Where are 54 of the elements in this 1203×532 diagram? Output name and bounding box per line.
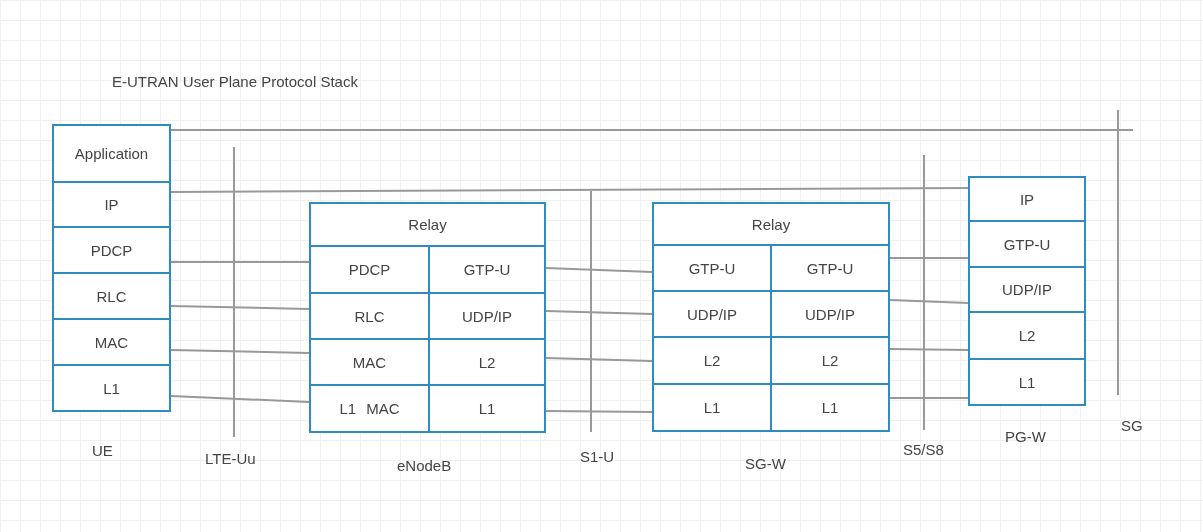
entity-label: SG-W xyxy=(745,455,786,472)
peer-line xyxy=(170,349,310,354)
protocol-layer-box: L2 xyxy=(770,336,890,385)
peer-line xyxy=(170,187,969,193)
protocol-layer-box: RLC xyxy=(309,292,430,340)
peer-line xyxy=(545,410,653,413)
protocol-layer-box: L1 xyxy=(428,384,546,433)
protocol-layer-box: GTP-U xyxy=(428,245,546,294)
relay-box: Relay xyxy=(309,202,546,247)
protocol-layer-box: UDP/IP xyxy=(968,266,1086,313)
diagram-title: E-UTRAN User Plane Protocol Stack xyxy=(112,73,358,90)
protocol-layer-box: UDP/IP xyxy=(428,292,546,340)
protocol-layer-box: L1 xyxy=(968,358,1086,406)
protocol-layer-box: L1 xyxy=(652,383,772,432)
peer-line xyxy=(170,261,310,263)
protocol-layer-box: PDCP xyxy=(52,226,171,274)
peer-line xyxy=(889,348,969,351)
entity-label: SG xyxy=(1121,417,1143,434)
peer-line xyxy=(170,305,310,310)
protocol-layer-box: IP xyxy=(968,176,1086,222)
interface-label: LTE-Uu xyxy=(205,450,256,467)
protocol-layer-box: MAC xyxy=(309,338,430,386)
peer-line xyxy=(545,310,653,315)
peer-line xyxy=(889,299,969,304)
protocol-layer-box: UDP/IP xyxy=(770,290,890,338)
entity-label: PG-W xyxy=(1005,428,1046,445)
peer-line xyxy=(889,257,969,259)
protocol-layer-box: GTP-U xyxy=(968,220,1086,268)
peer-line xyxy=(545,267,653,273)
peer-line xyxy=(170,129,1134,131)
protocol-layer-box: IP xyxy=(52,181,171,228)
peer-line xyxy=(889,397,969,399)
entity-label: UE xyxy=(92,442,113,459)
layer-text: L1 xyxy=(339,400,357,417)
interface-label: S5/S8 xyxy=(903,441,944,458)
protocol-layer-box: UDP/IP xyxy=(652,290,772,338)
protocol-layer-box xyxy=(309,384,430,433)
protocol-layer-box: RLC xyxy=(52,272,171,320)
protocol-layer-box: GTP-U xyxy=(652,244,772,292)
protocol-layer-box: PDCP xyxy=(309,245,430,294)
interface-label: S1-U xyxy=(580,448,615,465)
protocol-layer-box: L1 xyxy=(770,383,890,432)
protocol-layer-box: L2 xyxy=(968,311,1086,360)
protocol-layer-box: Application xyxy=(52,124,171,183)
protocol-layer-box: L2 xyxy=(652,336,772,385)
peer-line xyxy=(170,395,310,403)
protocol-layer-box: L2 xyxy=(428,338,546,386)
protocol-layer-box: MAC xyxy=(52,318,171,366)
relay-box: Relay xyxy=(652,202,890,246)
layer-text: MAC xyxy=(366,400,400,417)
entity-label: eNodeB xyxy=(397,457,452,474)
protocol-layer-box: L1 xyxy=(52,364,171,412)
protocol-layer-box: GTP-U xyxy=(770,244,890,292)
peer-line xyxy=(545,357,653,362)
